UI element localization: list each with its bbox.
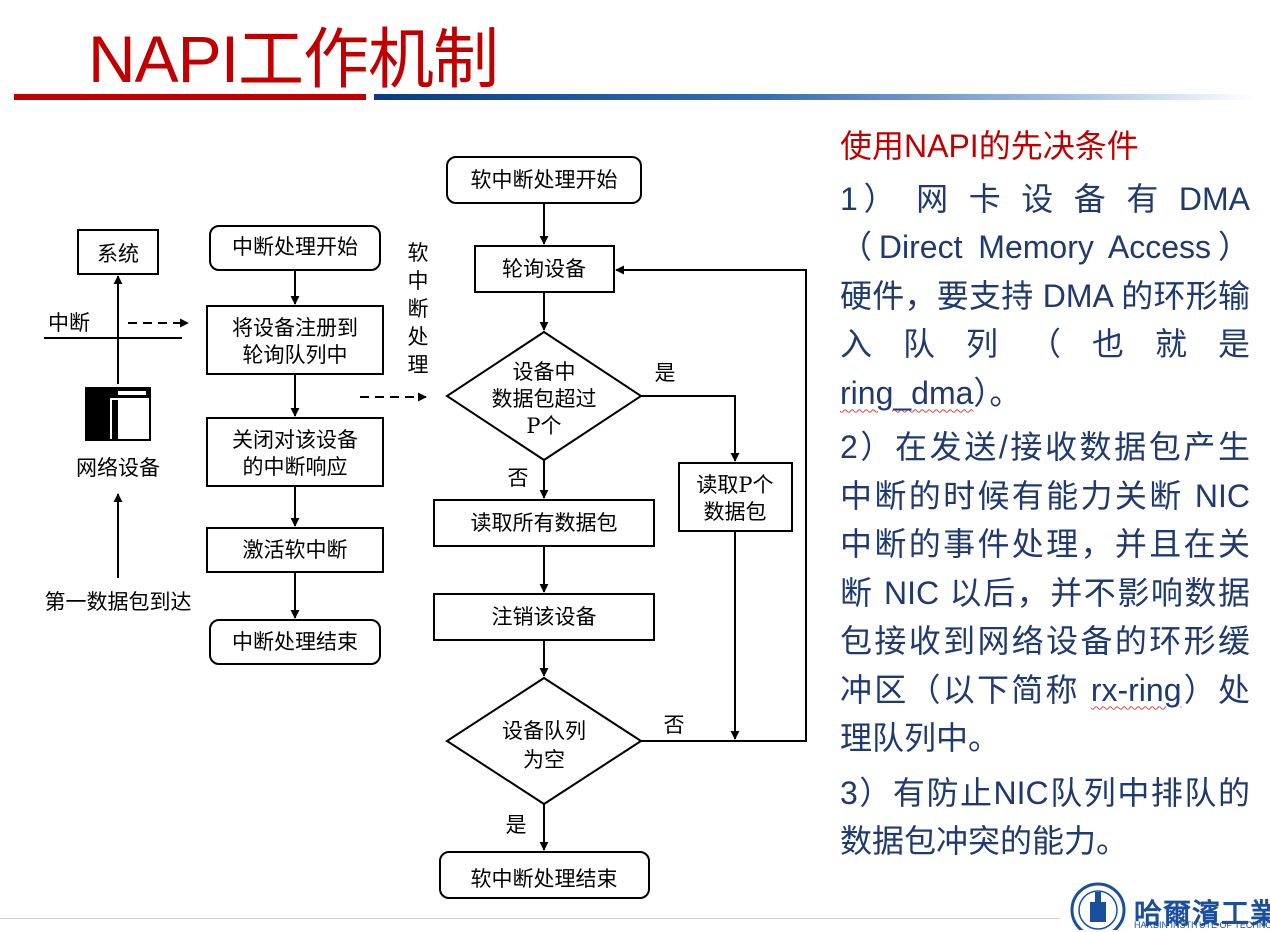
footer-divider [0,918,1060,919]
interrupt-end-box [209,619,381,665]
softirq-side-char-3: 断 [408,297,429,321]
system-label: 系统 [97,242,139,266]
read-p-packets-box [678,462,793,532]
softirq-side-char-2: 中 [408,269,429,293]
prerequisite-1-text: 1） 网 卡 设 备 有 DMA（Direct Memory Access）硬件… [840,180,1250,363]
disable-line1: 关闭对该设备 [232,428,358,452]
decision1-line2: 数据包超过 [492,387,597,411]
disable-interrupt-box [206,417,384,487]
system-box [77,229,159,275]
title-underline-blue [374,94,1254,100]
prerequisite-2-end: ）处理队列中。 [840,671,1250,757]
decision1-line3: P个 [526,414,561,438]
unregister-device-box [433,593,655,641]
no-loop-back-arrow [615,265,807,742]
university-english-name: HARBIN INSTITUTE OF TECHNOLOGY [1134,920,1270,930]
first-packet-label: 第一数据包到达 [45,590,192,614]
register-line1: 将设备注册到 [232,316,358,340]
network-device-label: 网络设备 [76,456,160,480]
napi-flowchart: 系统 中断 网络设备 第一数据包到达 中断处理开始 将设备注册到 轮询队列中 关… [44,156,807,899]
decision2-line1: 设备队列 [502,719,586,743]
poll-device-label: 轮询设备 [502,257,586,281]
ring-dma-term: ring_dma [840,374,974,411]
softirq-side-char-1: 软 [408,241,429,265]
yes-arrow-to-read-p [641,395,740,462]
register-line2: 轮询队列中 [243,343,348,367]
university-name: 哈爾濱工業大 [1134,897,1270,930]
read-all-label: 读取所有数据包 [471,511,618,535]
rx-ring-term: rx-ring [1090,671,1182,708]
poll-device-box [474,245,615,293]
prerequisite-2: 2）在发送/接收数据包产生中断的时候有能力关断 NIC 中断的事件处理，并且在关… [840,423,1250,763]
prerequisites-notes: 使用NAPI的先决条件 1） 网 卡 设 备 有 DMA（Direct Memo… [840,122,1250,872]
title-underline-red [14,94,366,100]
softirq-end-box [439,851,650,899]
university-seal-icon [1070,882,1126,930]
read-p-line2: 数据包 [704,500,767,524]
softirq-end-label: 软中断处理结束 [471,867,618,891]
prerequisite-1: 1） 网 卡 设 备 有 DMA（Direct Memory Access）硬件… [840,175,1250,418]
activate-softirq-box [206,527,384,573]
unregister-label: 注销该设备 [492,605,597,629]
no1-label: 否 [508,466,529,490]
interrupt-start-label: 中断处理开始 [232,235,358,259]
decision1-line1: 设备中 [513,360,576,384]
prerequisite-2-text: 2）在发送/接收数据包产生中断的时候有能力关断 NIC 中断的事件处理，并且在关… [840,429,1250,708]
slide-title: NAPI工作机制 [88,22,499,96]
decision2-line2: 为空 [523,748,565,772]
notes-heading: 使用NAPI的先决条件 [840,128,1139,164]
softirq-side-char-5: 理 [408,353,429,377]
yes2-label: 是 [506,813,527,837]
interrupt-end-label: 中断处理结束 [232,630,358,654]
read-p-line1: 读取P个 [696,473,773,497]
activate-label: 激活软中断 [243,538,348,562]
network-device-icon [85,387,151,441]
disable-line2: 的中断响应 [243,455,348,479]
prerequisite-1-end: ）。 [973,374,1022,411]
softirq-start-label: 软中断处理开始 [471,168,618,192]
yes1-label: 是 [655,361,676,385]
softirq-side-char-4: 处 [408,325,429,349]
interrupt-label: 中断 [48,311,90,335]
prerequisite-3: 3）有防止NIC队列中排队的数据包冲突的能力。 [840,774,1250,860]
read-all-packets-box [433,499,655,547]
no2-label: 否 [664,713,685,737]
